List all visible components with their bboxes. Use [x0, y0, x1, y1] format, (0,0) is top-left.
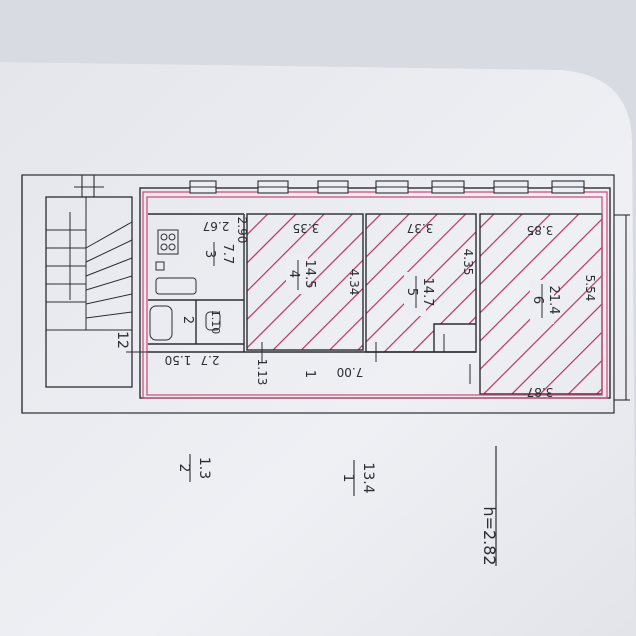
room-3-dim-length: 2.90 — [235, 217, 249, 244]
room-6-labels: 6 21.4 3.85 5.54 3.87 — [527, 223, 597, 399]
room-2-area: 1.10 — [209, 310, 222, 335]
room-2-dim-length: 2.7 — [200, 353, 219, 367]
staircase — [45, 196, 133, 388]
summary-2-area: 1.3 — [196, 457, 212, 479]
stair-treads — [46, 197, 133, 331]
room-3-dim-width: 2.67 — [203, 219, 230, 233]
fixtures — [149, 229, 221, 341]
room-6-area: 21.4 — [546, 286, 561, 315]
room-5-area: 14.7 — [420, 278, 435, 307]
summary-2-number: 2 — [176, 464, 192, 473]
toilet-icon — [205, 311, 221, 331]
room-3-area: 7.7 — [220, 244, 235, 265]
stair-number: 12 — [114, 331, 130, 349]
room-4-area: 14.5 — [302, 260, 317, 289]
room-1-dim-width: 1.13 — [255, 359, 269, 386]
room-2-number: 2 — [180, 316, 195, 324]
summary-1-area: 13.4 — [360, 462, 376, 493]
room-6-dim-length: 5.54 — [583, 275, 597, 302]
room-4-labels: 4 14.5 3.35 4.34 — [286, 221, 361, 295]
ceiling-height: h=2.82 — [480, 506, 499, 565]
stair-window — [74, 175, 104, 197]
room-5-dim-width: 3.37 — [407, 221, 434, 235]
window-6 — [493, 180, 529, 194]
room-5-closet — [434, 324, 476, 352]
sink-icon — [155, 261, 165, 271]
windows — [189, 180, 585, 194]
summary-1: 1 13.4 — [340, 460, 376, 496]
window-3 — [317, 180, 349, 194]
room-6-dim-bottom: 3.87 — [527, 385, 554, 399]
window-7 — [551, 180, 585, 194]
room-2-dim-width: 1.50 — [165, 353, 192, 367]
room-4-dim-length: 4.34 — [347, 269, 361, 296]
room-3-labels: 3 7.7 2.67 2.90 — [202, 217, 249, 266]
room-4-dim-width: 3.35 — [293, 221, 320, 235]
apartment-boundary — [142, 191, 608, 399]
room-6-dim-width: 3.85 — [527, 223, 554, 237]
room-5-text-bg — [404, 272, 426, 316]
room-6-number: 6 — [530, 296, 545, 304]
stove-icon — [157, 229, 179, 255]
room-5-number: 5 — [404, 288, 419, 296]
counter-icon — [155, 277, 197, 295]
room-5-dim-length: 4.35 — [461, 249, 475, 276]
door-marks — [126, 334, 471, 384]
room-1-dim-length: 7.00 — [337, 365, 364, 379]
right-wall-marks — [614, 214, 630, 401]
bathtub-icon — [149, 305, 173, 341]
room-1-number: 1 — [302, 370, 317, 378]
window-5 — [431, 180, 465, 194]
room-4-text-bg — [286, 254, 308, 294]
window-4 — [375, 180, 409, 194]
summary-2: 2 1.3 — [176, 454, 212, 482]
room-5-labels: 5 14.7 3.37 4.35 — [404, 221, 475, 308]
window-2 — [257, 180, 289, 194]
room-4-number: 4 — [286, 270, 301, 278]
room-1-labels: 1 7.00 1.13 — [255, 359, 363, 386]
window-1 — [189, 180, 217, 194]
room-3-number: 3 — [202, 250, 217, 258]
summary-1-number: 1 — [340, 474, 356, 483]
room-2-labels: 2 1.10 1.50 2.7 — [165, 310, 222, 367]
